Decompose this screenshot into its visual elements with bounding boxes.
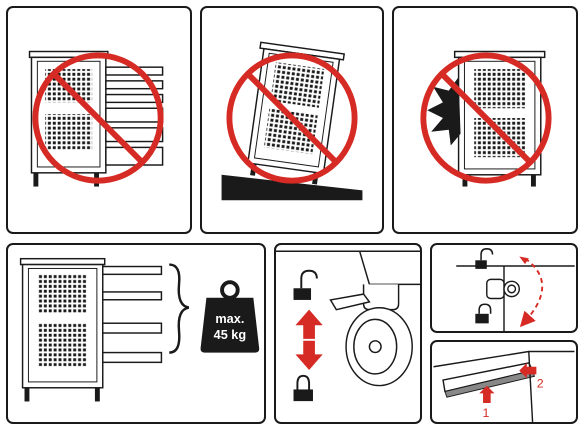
padlock-closed-icon <box>475 304 490 323</box>
info-panel-drawer-max-load: max. 45 kg <box>6 243 266 424</box>
rotate-arrow-icon <box>525 258 542 321</box>
warning-panel-impact <box>392 6 578 234</box>
info-panel-caster-brake <box>274 243 422 424</box>
padlock-open-icon <box>294 271 317 300</box>
weight-max-label: max. <box>215 311 244 326</box>
weight-value-label: 45 kg <box>214 327 246 342</box>
weight-icon: max. 45 kg <box>201 282 260 352</box>
info-panel-door-lock <box>430 243 578 333</box>
step-1-label: 1 <box>482 406 489 420</box>
drawer-release-illustration: 1 2 <box>432 342 576 422</box>
caster-brake-illustration <box>276 245 420 422</box>
up-down-arrow-icon <box>295 310 322 370</box>
info-panel-drawer-release: 1 2 <box>430 340 578 424</box>
cabinet-on-slope-illustration <box>202 8 382 232</box>
warning-panel-sloped-floor <box>200 6 384 234</box>
door-lock-illustration <box>432 245 576 331</box>
cabinet-drawer-load-illustration: max. 45 kg <box>8 245 264 422</box>
padlock-closed-icon <box>294 376 313 401</box>
warning-panel-all-drawers-open <box>6 6 192 234</box>
cabinet-impact-illustration <box>394 8 576 232</box>
cabinet-drawers-open-illustration <box>8 8 190 232</box>
step-2-label: 2 <box>537 377 544 391</box>
